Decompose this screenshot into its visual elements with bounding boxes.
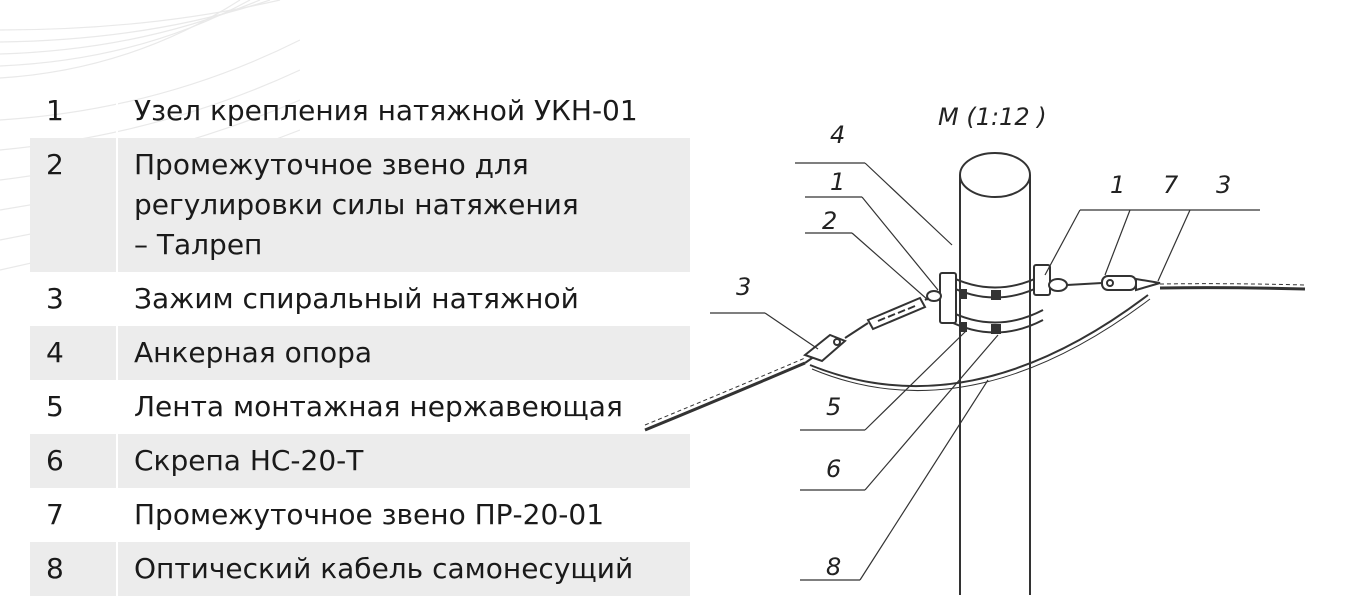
callout-6: 6 xyxy=(826,455,841,483)
table-row: 7 Промежуточное звено ПР-20-01 xyxy=(30,488,690,542)
anchor-assembly-drawing: М (1:12 ) 4 1 2 3 1 7 3 5 6 8 xyxy=(644,103,1306,595)
table-row: 1 Узел крепления натяжной УКН-01 xyxy=(30,84,690,138)
row-number: 2 xyxy=(30,138,116,272)
row-name: Промежуточное звено для регулировки силы… xyxy=(116,138,690,272)
table-row: 8 Оптический кабель самонесущий xyxy=(30,542,690,596)
parts-table: 1 Узел крепления натяжной УКН-01 2 Проме… xyxy=(30,84,690,596)
row-name: Скрепа НС-20-Т xyxy=(116,434,690,488)
row-number: 6 xyxy=(30,434,116,488)
cable-loop xyxy=(809,294,1149,388)
row-number: 7 xyxy=(46,498,64,531)
table-row: 3 Зажим спиральный натяжной xyxy=(30,272,690,326)
row-number: 3 xyxy=(46,282,64,315)
row-name: Лента монтажная нержавеющая xyxy=(116,380,690,434)
row-name: Узел крепления натяжной УКН-01 xyxy=(116,84,690,138)
anchor-pole xyxy=(959,152,1031,595)
row-number: 4 xyxy=(30,326,116,380)
callout-3-left: 3 xyxy=(736,273,751,301)
row-name: Анкерная опора xyxy=(116,326,690,380)
row-number: 5 xyxy=(46,390,64,423)
callout-8: 8 xyxy=(826,553,841,581)
callout-1-right: 1 xyxy=(1110,171,1125,199)
right-cable xyxy=(1159,283,1306,291)
table-row: 5 Лента монтажная нержавеющая xyxy=(30,380,690,434)
row-number: 1 xyxy=(46,94,64,127)
table-row: 6 Скрепа НС-20-Т xyxy=(30,434,690,488)
table-row: 4 Анкерная опора xyxy=(30,326,690,380)
right-tensioning-assembly xyxy=(1048,275,1161,292)
callout-4: 4 xyxy=(830,121,845,149)
row-name: Зажим спиральный натяжной xyxy=(116,272,690,326)
row-name: Оптический кабель самонесущий xyxy=(116,542,690,596)
mounting-band xyxy=(939,264,1051,334)
callout-leaders xyxy=(710,162,1260,581)
callout-5: 5 xyxy=(826,393,841,421)
callout-3-right: 3 xyxy=(1216,171,1231,199)
table-row: 2 Промежуточное звено для регулировки си… xyxy=(30,138,690,272)
left-tensioning-assembly xyxy=(802,290,942,363)
row-name: Промежуточное звено ПР-20-01 xyxy=(116,488,690,542)
scale-label: М (1:12 ) xyxy=(938,103,1047,131)
callout-2: 2 xyxy=(822,207,837,235)
callout-7: 7 xyxy=(1163,171,1179,199)
callout-1-left: 1 xyxy=(830,168,845,196)
row-number: 8 xyxy=(30,542,116,596)
